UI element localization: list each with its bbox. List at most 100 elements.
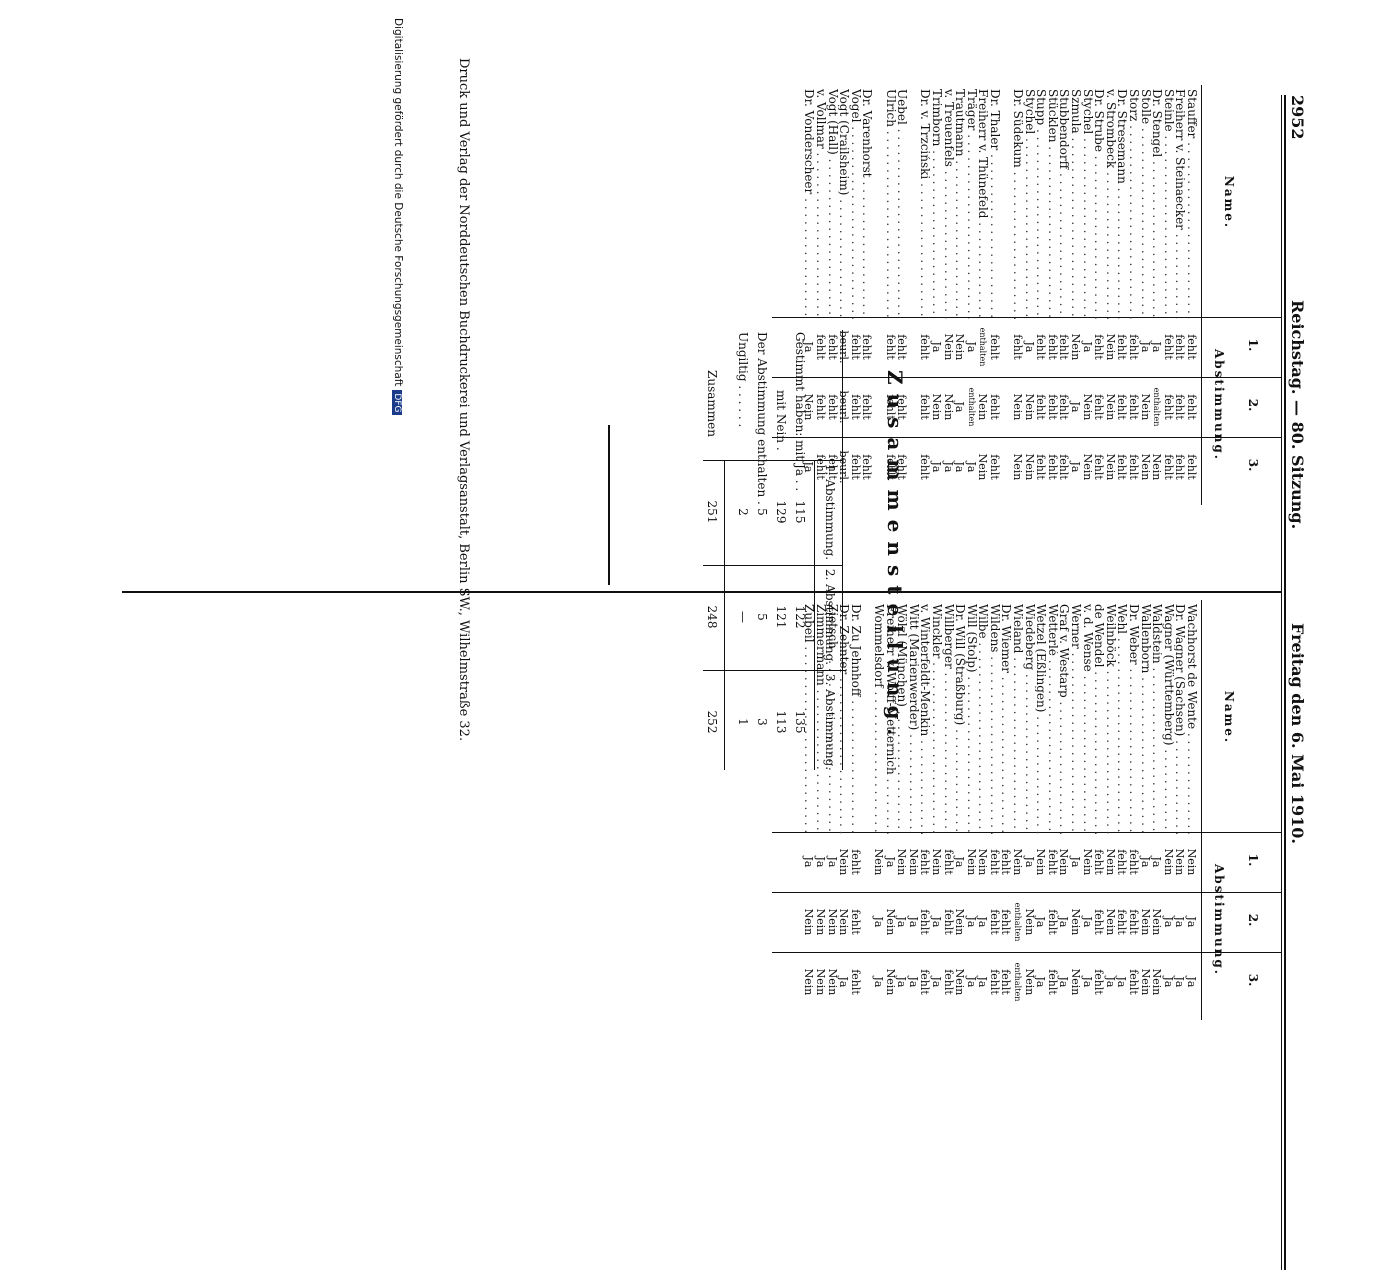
member-name: Storz: [1127, 89, 1139, 319]
vote-2: fehlt: [1115, 394, 1129, 420]
member-name: v. Strombeck: [1104, 89, 1116, 319]
vote-1: Ja: [1069, 856, 1083, 868]
col-header-3: 3.: [1246, 973, 1260, 987]
vote-3: Nein: [814, 968, 827, 996]
member-name: v. Winterfeldt-Menkin: [919, 604, 931, 834]
vote-2: enthalten: [966, 387, 976, 427]
member-name: Wilbe: [977, 604, 989, 834]
member-name: Stauffer: [1185, 89, 1197, 319]
vote-1: fehlt: [883, 334, 897, 360]
member-name: Willberger: [942, 604, 954, 834]
vote-1: Ja: [1022, 341, 1036, 353]
member-name: Steinle: [1162, 89, 1174, 319]
vote-1: fehlt: [1057, 334, 1071, 360]
summary-total-label: Zusammen: [705, 370, 719, 437]
vote-3: Ja: [906, 976, 920, 988]
summary-top-rule: [842, 330, 843, 770]
vote-2: Ja: [1057, 916, 1071, 928]
member-name: Waldstein: [1151, 604, 1163, 834]
summary-value: 5: [755, 613, 769, 621]
header-rule-top: [1284, 95, 1286, 1270]
vote-2: fehlt: [1127, 394, 1141, 420]
member-name: Wiedeberg: [1023, 604, 1035, 834]
vote-1: fehlt: [1127, 334, 1141, 360]
vote-1: Nein: [1173, 848, 1187, 876]
vote-1: enthalten: [978, 327, 988, 367]
vote-1: fehlt: [1034, 334, 1048, 360]
summary-value: 122: [793, 605, 807, 629]
vote-2: fehlt: [848, 909, 862, 935]
vote-2: Ja: [964, 916, 978, 928]
vote-1: Nein: [837, 848, 851, 876]
vote-2: Nein: [1138, 908, 1152, 936]
member-name: Wetzel (Eßlingen): [1035, 604, 1047, 834]
printer-imprint: Druck und Verlag der Norddeutschen Buchd…: [456, 58, 471, 742]
member-name: de Wendel: [1093, 604, 1105, 834]
vote-3: Nein: [825, 968, 839, 996]
vote-3: fehlt: [1092, 454, 1106, 480]
vote-3: fehlt: [1092, 969, 1106, 995]
member-name: Wachhorst de Wente: [1185, 604, 1197, 834]
vote-2: Nein: [1011, 393, 1025, 421]
vote-3: fehlt: [1034, 454, 1048, 480]
vote-2: fehlt: [918, 394, 932, 420]
vote-3: Ja: [976, 976, 990, 988]
member-name: Dr. Wiemer: [1000, 604, 1012, 834]
summary-header-rule: [814, 460, 815, 770]
vote-2: Nein: [837, 908, 851, 936]
summary-value: 135: [793, 710, 807, 734]
member-name: Stubbendorff: [1058, 89, 1070, 319]
vote-1: Ja: [1080, 341, 1094, 353]
session-date: Freitag den 6. Mai 1910.: [1288, 623, 1307, 844]
vote-2: Nein: [1138, 393, 1152, 421]
vote-3: fehlt: [1185, 454, 1198, 480]
member-name: Dr. Zu Jehnhoff: [849, 604, 861, 834]
page-number: 2952: [1288, 95, 1307, 140]
member-name: Dr. Stengel: [1151, 89, 1163, 319]
member-name: Winckler: [930, 604, 942, 834]
member-name: Stücklen: [1046, 89, 1058, 319]
member-name: v. Vollmar: [814, 89, 826, 319]
vote-1: fehlt: [1173, 334, 1187, 360]
vote-3: Nein: [1138, 968, 1152, 996]
vote-1: fehlt: [1115, 849, 1129, 875]
col-header-3: 3.: [1246, 458, 1260, 472]
member-name: Wagner (Württemberg): [1162, 604, 1174, 834]
member-name: Dr. Varenhorst: [861, 89, 873, 319]
vote-1: Ja: [1150, 341, 1164, 353]
abstimmung-header: Abstimmung.: [1212, 349, 1226, 461]
vote-3: Nein: [953, 968, 967, 996]
vote-3: Ja: [1185, 976, 1198, 988]
vote-2: fehlt: [1092, 909, 1106, 935]
vote-2: fehlt: [1173, 394, 1187, 420]
vote-1: Nein: [1011, 848, 1025, 876]
digitization-note: Digitalisierung gefördert durch die Deut…: [392, 18, 404, 416]
summary-value: 121: [774, 605, 788, 629]
col-header-1: 1.: [1246, 853, 1260, 867]
vote-2: Nein: [802, 908, 816, 936]
vote-2: Nein: [941, 393, 955, 421]
vote-2: Nein: [883, 908, 897, 936]
vote-3: fehlt: [1115, 454, 1129, 480]
vote-2: Nein: [1103, 393, 1117, 421]
vote-3: fehlt: [1057, 454, 1071, 480]
vote-3: fehlt: [987, 969, 1001, 995]
vote-3: fehlt: [1161, 454, 1175, 480]
vote-1: Ja: [953, 856, 967, 868]
vote-3: Ja: [1034, 976, 1048, 988]
member-name: v. d. Wense: [1081, 604, 1093, 834]
member-name: Dr. Wagner (Sachsen): [1174, 604, 1186, 834]
member-name: Freiherr v. Thünefeld: [977, 89, 989, 319]
vote-2: Nein: [1150, 908, 1164, 936]
vote-2: fehlt: [999, 909, 1013, 935]
summary-title: Zusammenstellung.: [883, 370, 907, 745]
member-name: Wildens: [988, 604, 1000, 834]
vote-2: fehlt: [848, 394, 862, 420]
summary-col-1: 1. Abstimmung.: [823, 463, 837, 561]
vote-3: Ja: [1080, 976, 1094, 988]
header-underline: [1201, 600, 1202, 1020]
member-name: Stolle: [1139, 89, 1151, 319]
member-name: Weilnböck: [1104, 604, 1116, 834]
vote-2: fehlt: [860, 394, 874, 420]
vote-1: Nein: [1185, 848, 1198, 876]
